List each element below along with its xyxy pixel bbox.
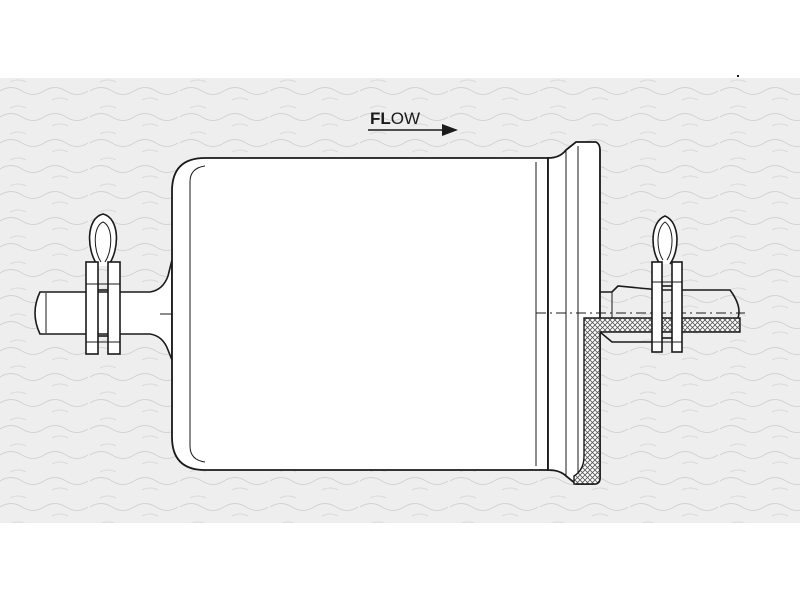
flow-arrow-icon: [368, 124, 458, 136]
section-hatch: [573, 317, 741, 485]
corner-mark: [737, 75, 739, 77]
outlet-hose-clamp: [651, 215, 683, 353]
outlet-pipe: [599, 285, 740, 343]
inlet-hose-clamp: [85, 213, 121, 355]
flow-label: FLOW: [370, 109, 420, 128]
filter-body: [171, 157, 549, 471]
